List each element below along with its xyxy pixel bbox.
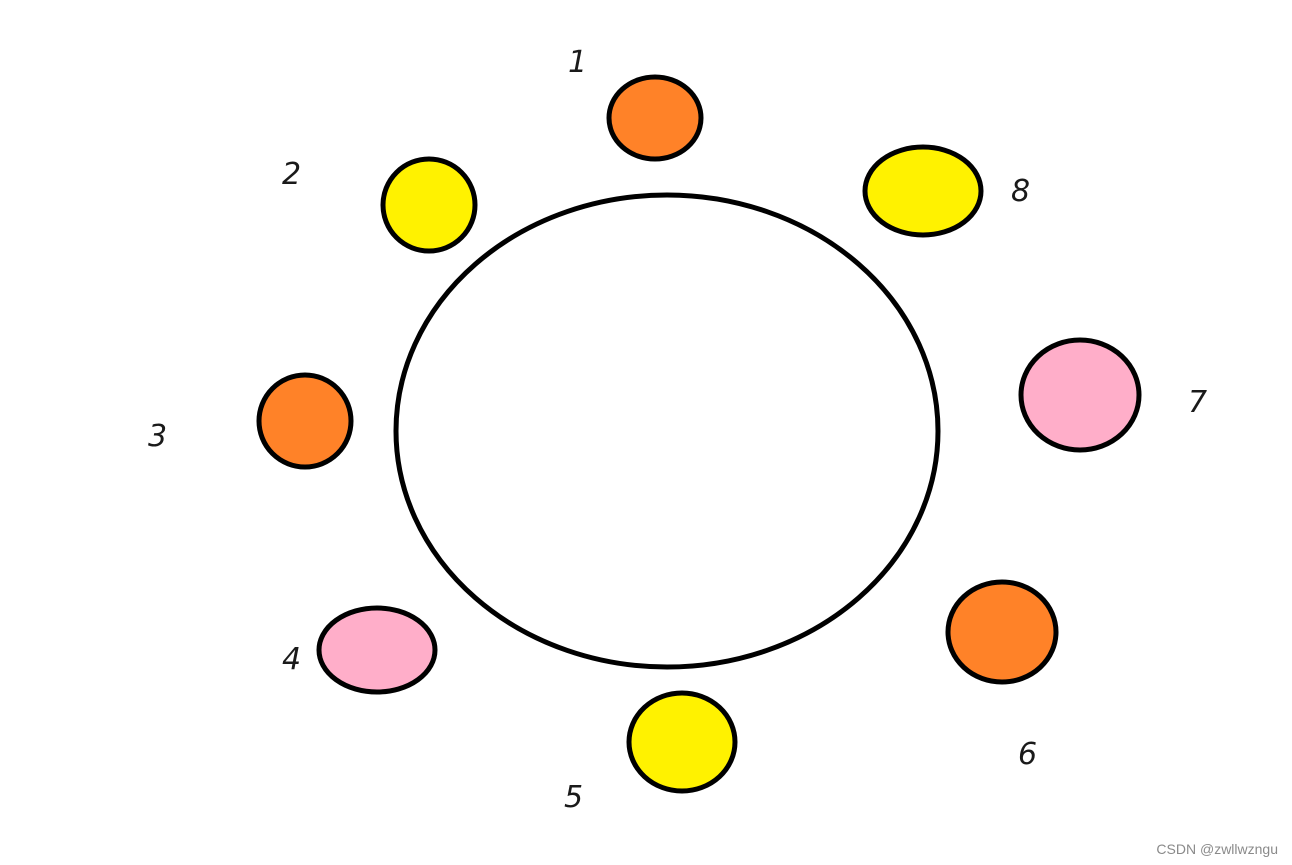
- seat-label-1: 1: [568, 45, 587, 80]
- seat-6: 6: [945, 579, 1059, 772]
- seat-label-7: 7: [1188, 385, 1207, 420]
- seat-circle-1: [606, 74, 704, 162]
- round-table: [393, 192, 941, 670]
- seat-5: 5: [564, 690, 738, 815]
- seat-label-8: 8: [1011, 174, 1030, 209]
- watermark: CSDN @zwllwzngu: [1156, 841, 1278, 857]
- seat-circle-5: [626, 690, 738, 794]
- seat-circle-6: [945, 579, 1059, 685]
- seat-2: 2: [282, 156, 478, 254]
- seat-circle-2: [380, 156, 478, 254]
- seat-8: 8: [862, 144, 1030, 238]
- seat-3: 3: [148, 372, 354, 470]
- seat-circle-8: [862, 144, 984, 238]
- seat-label-4: 4: [282, 642, 301, 677]
- seat-label-3: 3: [148, 419, 167, 454]
- seat-label-6: 6: [1018, 737, 1037, 772]
- seat-7: 7: [1018, 337, 1207, 453]
- seat-label-5: 5: [564, 780, 583, 815]
- seat-circle-4: [316, 605, 438, 695]
- seat-label-2: 2: [282, 157, 301, 192]
- seat-circle-7: [1018, 337, 1142, 453]
- seat-4: 4: [282, 605, 438, 695]
- seat-1: 1: [568, 45, 704, 162]
- seat-circle-3: [256, 372, 354, 470]
